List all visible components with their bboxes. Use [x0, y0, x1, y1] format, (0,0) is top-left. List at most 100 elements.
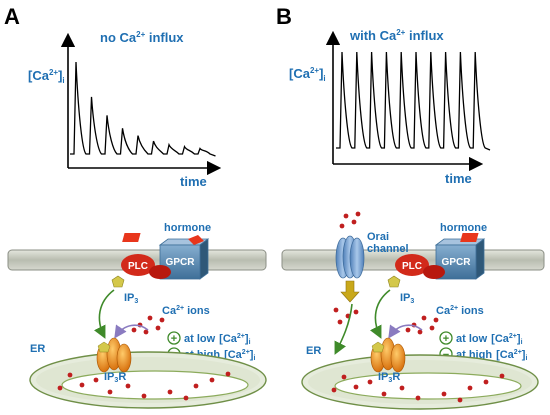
calcium-ion [399, 385, 405, 391]
panel-b-ip3-arrow [369, 289, 391, 339]
panel-a-feedback-arrow [114, 324, 149, 339]
calcium-ion [441, 391, 447, 397]
calcium-ion [421, 315, 427, 321]
calcium-ion [79, 382, 85, 388]
panel-a-plc [121, 254, 155, 276]
calcium-ion [333, 307, 339, 313]
panel-a-y-label: [Ca2+]i [28, 68, 65, 85]
panel-b-er-inner [334, 372, 522, 400]
calcium-ion [353, 384, 359, 390]
calcium-ion [429, 325, 435, 331]
panel-a-ip3r-label: IP3R [104, 371, 126, 384]
panel-b-ca-ions-label: Ca2+ ions [436, 305, 484, 317]
panel-b-y-label: [Ca2+]i [289, 66, 326, 83]
panel-a-x-label: time [180, 174, 207, 189]
calcium-ion [131, 327, 137, 333]
calcium-ion [143, 329, 149, 335]
panel-a-ip3-label: IP3 [124, 292, 138, 305]
calcium-ion [343, 213, 349, 219]
panel-a-g-protein [149, 265, 171, 279]
calcium-ion [93, 377, 99, 383]
panel-b-low-text: at low[Ca2+]i [456, 333, 523, 346]
calcium-ion [57, 385, 63, 391]
panel-b-x-label: time [445, 171, 472, 186]
panel-b-hormone-block [460, 233, 479, 242]
panel-b-plus-icon [439, 331, 453, 345]
calcium-ion [167, 389, 173, 395]
panel-b-orai-label-line1: Orai [367, 231, 389, 243]
panel-b-title: with Ca2+ influx [349, 28, 444, 43]
calcium-ion [415, 395, 421, 401]
panel-b-cytosolic-ions [333, 211, 439, 335]
panel-a-ip3-receptor [96, 337, 132, 373]
panel-b-ip3-receptor [370, 337, 406, 373]
panel-a: A no Ca2+ influx [Ca2+]i time GPCR hormo… [4, 4, 267, 409]
panel-b-calcium-trace [336, 51, 491, 151]
calcium-ion [467, 385, 473, 391]
panel-b-er-label: ER [306, 345, 321, 357]
panel-a-plus-icon [167, 331, 181, 345]
calcium-ion [351, 219, 357, 225]
panel-b-plc-label: PLC [402, 261, 422, 272]
panel-a-ip3-arrow [93, 289, 115, 339]
panel-b-ip3r-label: IP3R [378, 371, 400, 384]
panel-a-low-text: at low[Ca2+]i [184, 333, 251, 346]
panel-b-g-protein [423, 265, 445, 279]
calcium-ion [159, 317, 165, 323]
panel-a-hormone-block [122, 233, 141, 242]
panel-b-hormone-label: hormone [440, 222, 487, 234]
panel-b-ip3-label: IP3 [400, 292, 414, 305]
panel-b-influx-arrow [340, 280, 360, 303]
calcium-ion [193, 383, 199, 389]
panel-b-ip3-molecule [387, 275, 401, 288]
panel-a-er-ions [57, 371, 231, 401]
panel-b-orai-channel [335, 235, 365, 279]
calcium-ion [107, 389, 113, 395]
calcium-ion [125, 383, 131, 389]
panel-a-cytosolic-ions [131, 315, 165, 335]
panel-a-ca-ions-label: Ca2+ ions [162, 305, 210, 317]
calcium-ion [381, 391, 387, 397]
panel-a-plus-sign: + [171, 333, 177, 345]
calcium-ion [337, 319, 343, 325]
panel-a-hormone-marker [188, 235, 204, 245]
panel-a-er-inner [61, 370, 249, 400]
panel-b-plus-sign: + [443, 333, 449, 345]
calcium-ion [339, 223, 345, 229]
calcium-ion [225, 371, 231, 377]
panel-a-ip3-molecule [111, 275, 125, 288]
calcium-ion [341, 374, 347, 380]
panel-b-plc [395, 254, 429, 276]
calcium-ion [417, 329, 423, 335]
calcium-ion [155, 325, 161, 331]
panel-b-refill-arrow [334, 303, 353, 355]
panel-b-letter: B [276, 4, 292, 29]
calcium-ion [355, 211, 361, 217]
calcium-ion [405, 327, 411, 333]
panel-b: B with Ca2+ influx [Ca2+]i time Orai cha… [276, 4, 545, 410]
panel-a-title: no Ca2+ influx [100, 30, 184, 45]
calcium-ion [147, 315, 153, 321]
panel-a-plc-label: PLC [128, 261, 148, 272]
panel-b-feedback-arrow [388, 324, 423, 339]
calcium-ion [367, 379, 373, 385]
calcium-ion [67, 372, 73, 378]
calcium-ion [183, 395, 189, 401]
calcium-ion [141, 393, 147, 399]
panel-a-hormone-label: hormone [164, 222, 211, 234]
panel-b-gpcr-label: GPCR [442, 257, 472, 268]
calcium-ion [499, 373, 505, 379]
panel-b-er-ions [331, 373, 505, 403]
panel-a-calcium-trace [70, 61, 216, 157]
calcium-ion [433, 317, 439, 323]
calcium-ion [457, 397, 463, 403]
panel-a-er-label: ER [30, 343, 45, 355]
calcium-ion [353, 309, 359, 315]
panel-a-gpcr-label: GPCR [166, 257, 196, 268]
panel-b-high-text: at high[Ca2+]i [456, 349, 527, 362]
calcium-ion [483, 379, 489, 385]
calcium-ion [209, 377, 215, 383]
calcium-ion [331, 387, 337, 393]
